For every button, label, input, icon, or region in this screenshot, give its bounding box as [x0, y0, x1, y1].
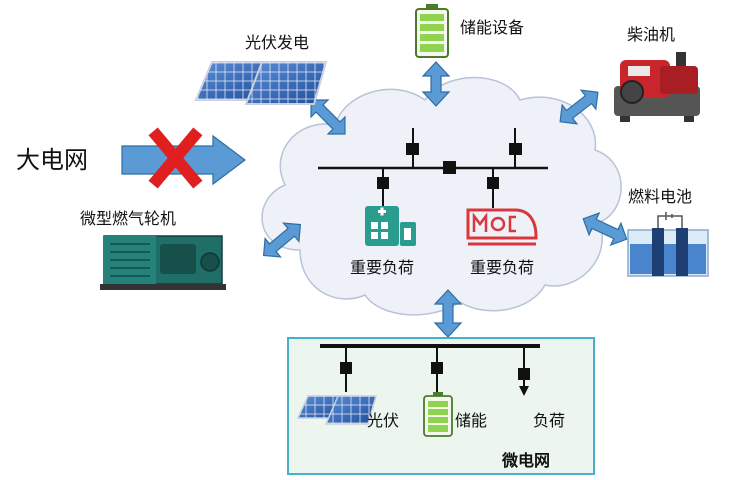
microgrid-load-label: 负荷 — [533, 411, 565, 430]
diesel-arrow — [559, 89, 599, 125]
fuelcell-arrow — [582, 211, 628, 247]
grid-label: 大电网 — [16, 146, 88, 174]
gas-turbine-icon — [100, 235, 226, 290]
load-train-label: 重要负荷 — [470, 258, 534, 277]
train-icon — [466, 208, 538, 246]
hospital-icon — [365, 206, 416, 246]
battery-icon — [415, 4, 449, 58]
diesel-label: 柴油机 — [627, 25, 675, 44]
pv-arrow — [310, 99, 346, 135]
fuel-cell-icon — [627, 212, 709, 277]
load-hospital-label: 重要负荷 — [350, 258, 414, 277]
turbine-arrow — [262, 222, 302, 258]
microgrid-storage-label: 储能 — [455, 411, 487, 430]
solar-panel-icon — [194, 61, 328, 105]
cross-mark-icon — [148, 127, 203, 189]
microgrid-pv-label: 光伏 — [367, 411, 399, 430]
turbine-label: 微型燃气轮机 — [80, 209, 176, 228]
load-arrow-icon — [519, 386, 529, 396]
microgrid-breakers — [340, 362, 530, 380]
pv-label: 光伏发电 — [245, 33, 309, 52]
storage-label: 储能设备 — [460, 18, 524, 37]
fuelcell-label: 燃料电池 — [628, 187, 692, 206]
cloud-breakers — [377, 143, 522, 189]
storage-arrow — [421, 61, 451, 107]
microgrid-solar-panel-icon — [296, 395, 377, 425]
microgrid-title: 微电网 — [501, 451, 550, 470]
central-cloud — [261, 76, 622, 316]
microgrid-battery-icon — [423, 392, 453, 437]
diesel-generator-icon — [614, 52, 700, 122]
